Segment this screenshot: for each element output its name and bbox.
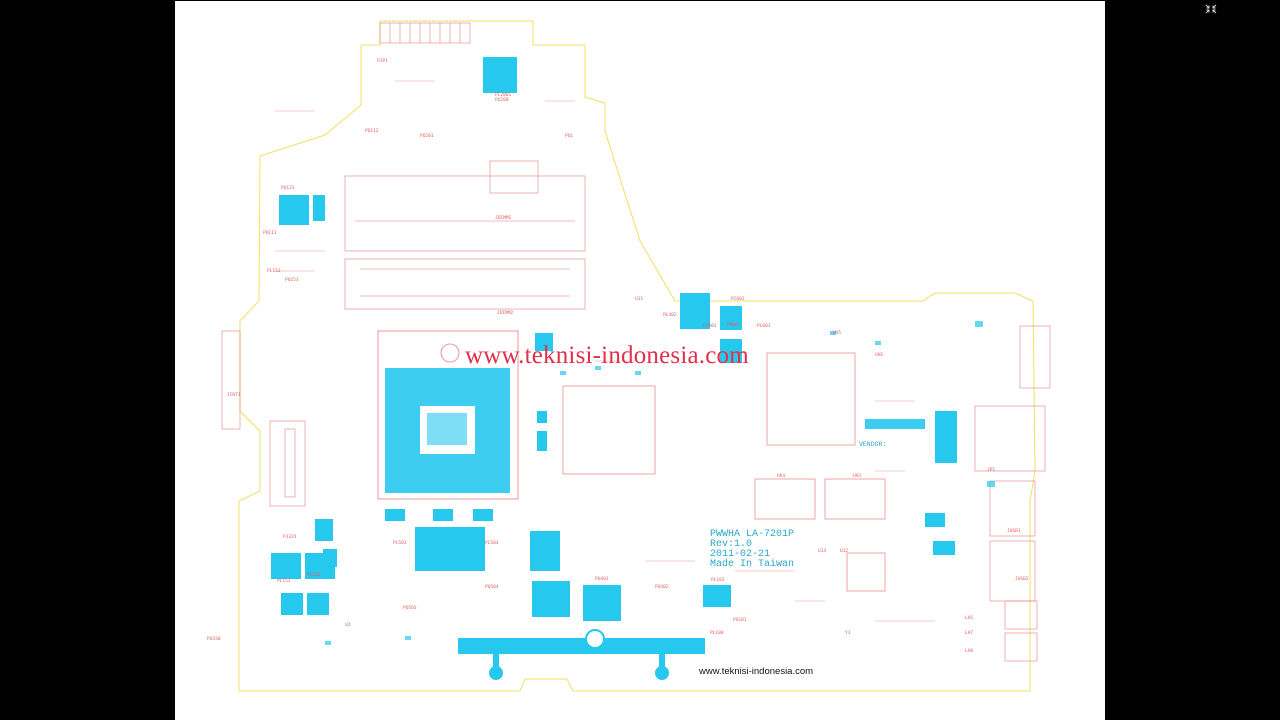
exit-fullscreen-button[interactable]	[1200, 0, 1222, 18]
refdes-pl402: PL402	[663, 313, 677, 318]
refdes-jp1: JP1	[987, 468, 996, 473]
refdes-pq151: PQ151	[285, 278, 299, 283]
refdes-pl151: PL151	[277, 579, 291, 584]
refdes-la7: LA7	[965, 631, 974, 636]
refdes-pq504: PQ504	[485, 585, 499, 590]
refdes-pl100: PL100	[710, 631, 724, 636]
top-connector	[379, 22, 471, 44]
refdes-uv6: UV6	[875, 353, 884, 358]
board-layout-drawing	[221, 20, 1051, 692]
exit-fullscreen-icon	[1205, 4, 1217, 14]
refdes-pr601: PR601	[727, 323, 741, 328]
schematic-page: PJP1 PL2001 PU200 PQ201 PU1 PQ112 PQ111 …	[175, 1, 1105, 720]
refdes-pl601: PL601	[757, 324, 771, 329]
board-revision: Rev:1.0	[710, 539, 753, 550]
refdes-pl153: PL153	[267, 269, 281, 274]
refdes-u14: U14	[818, 549, 827, 554]
power-pads	[271, 57, 957, 621]
refdes-pu401: PU401	[595, 577, 609, 582]
refdes-pq201: PQ201	[420, 134, 434, 139]
refdes-pj601: PJ601	[703, 324, 717, 329]
refdes-u2: U2	[345, 623, 351, 628]
refdes-pl503: PL503	[393, 541, 407, 546]
refdes-pq112: PQ112	[365, 129, 379, 134]
refdes-jdimm1: JDIMM1	[495, 216, 512, 221]
refdes-pu1: PU1	[565, 134, 574, 139]
refdes-u11: U11	[635, 297, 644, 302]
board-model: PWWHA LA-7201P	[710, 529, 795, 540]
refdes-pq402: PQ402	[655, 585, 669, 590]
refdes-pl2001: PL2001	[495, 93, 512, 98]
refdes-la6: LA6	[965, 649, 974, 654]
board-info: PWWHA LA-7201P Rev:1.0 2011-02-21 Made I…	[710, 530, 794, 570]
left-connectors	[221, 330, 306, 507]
refdes-la5: LA5	[965, 616, 974, 621]
bottom-bracket	[458, 629, 705, 680]
watermark-text: www.teknisi-indonesia.com	[465, 342, 749, 369]
refdes-pq503: PQ503	[403, 606, 417, 611]
refdes-pl504: PL504	[485, 541, 499, 546]
refdes-pjp1: PJP1	[377, 59, 388, 64]
refdes-pq111: PQ111	[263, 231, 277, 236]
board-origin: Made In Taiwan	[710, 559, 795, 570]
dimm-slot-2	[344, 258, 586, 310]
right-connectors	[974, 325, 1051, 662]
refdes-u12: U12	[840, 549, 849, 554]
refdes-uv3: UV3	[853, 474, 862, 479]
dimm-slot-1	[344, 160, 586, 252]
refdes-uv5: UV5	[833, 331, 842, 336]
refdes-pl182: PL182	[711, 578, 725, 583]
cpu-socket	[377, 330, 519, 500]
refdes-uv4: UV4	[777, 474, 786, 479]
refdes-pu131: PU131	[281, 186, 295, 191]
refdes-pu181: PU181	[733, 618, 747, 623]
refdes-pu330: PU330	[207, 637, 221, 642]
silkscreen-traces	[275, 80, 935, 622]
refdes-jusb1: JUSB1	[1007, 529, 1021, 534]
refdes-y1: Y1	[845, 631, 851, 636]
board-date: 2011-02-21	[710, 549, 771, 560]
refdes-jusb2: JUSB2	[1015, 577, 1029, 582]
chipset-chips	[562, 352, 886, 592]
footer-url: www.teknisi-indonesia.com	[699, 666, 814, 677]
refdes-jcrt1: JCRT1	[227, 393, 241, 398]
refdes-jdimm2: JDIMM2	[497, 311, 514, 316]
refdes-pc602: PC602	[731, 297, 745, 302]
vendor-label: VENDOR:	[859, 441, 887, 448]
small-components	[325, 321, 995, 645]
refdes-pu200: PU200	[495, 98, 509, 103]
refdes-pj331: PJ331	[283, 535, 297, 540]
refdes-pl332: PL332	[307, 573, 321, 578]
